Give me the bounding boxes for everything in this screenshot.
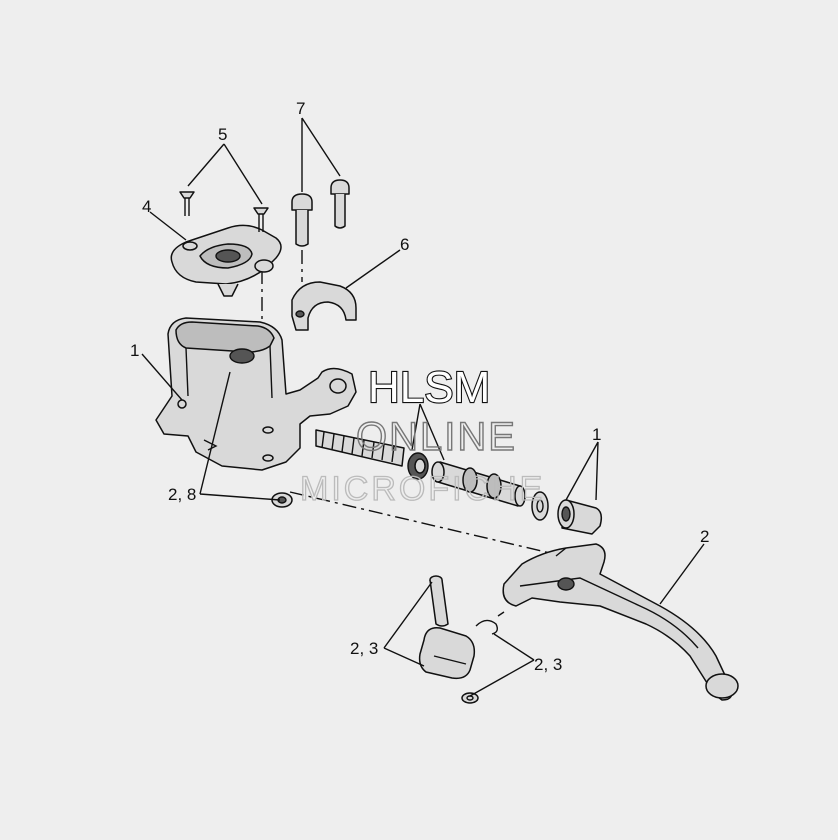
- callout-1-body: 1: [130, 341, 139, 360]
- leader-lines: [141, 117, 705, 697]
- callouts: 5 7 4 6 1 1 2 2, 8 2, 3 2, 3: [130, 99, 709, 674]
- clamp-bolt-short: [330, 179, 350, 229]
- callout-2-3-right: 2, 3: [534, 655, 562, 674]
- cap-screw-left: [179, 191, 195, 216]
- dust-boot: [557, 499, 603, 535]
- watermark: HLSM ONLINE MICROFICHE: [299, 362, 545, 509]
- callout-2-lever: 2: [700, 527, 709, 546]
- piston-washer: [531, 491, 549, 521]
- callout-4: 4: [142, 197, 151, 216]
- callout-2-3-left: 2, 3: [350, 639, 378, 658]
- pivot-pin: [429, 575, 449, 627]
- clamp-bolt-long: [291, 193, 313, 247]
- cap-screw-right: [253, 207, 269, 232]
- push-rod-spring: [315, 429, 405, 467]
- piston: [431, 461, 526, 507]
- callout-6: 6: [400, 235, 409, 254]
- lever-spring: [475, 611, 505, 635]
- pivot-screw: [271, 492, 293, 508]
- brake-lever: [502, 543, 739, 701]
- assembly-axis: [229, 250, 581, 561]
- callout-7: 7: [296, 99, 305, 118]
- cup-seal: [407, 452, 429, 480]
- handlebar-clamp: [291, 281, 357, 331]
- callout-5: 5: [218, 125, 227, 144]
- watermark-line-1: HLSM: [368, 363, 490, 412]
- watermark-line-3: MICROFICHE: [300, 470, 545, 508]
- callout-2-8: 2, 8: [168, 485, 196, 504]
- watermark-line-2: ONLINE: [356, 415, 517, 459]
- callout-1-kit: 1: [592, 425, 601, 444]
- master-cylinder-body: [155, 317, 357, 471]
- retaining-clip: [461, 692, 479, 704]
- reservoir-cap: [170, 224, 282, 297]
- lever-bushing: [418, 627, 476, 680]
